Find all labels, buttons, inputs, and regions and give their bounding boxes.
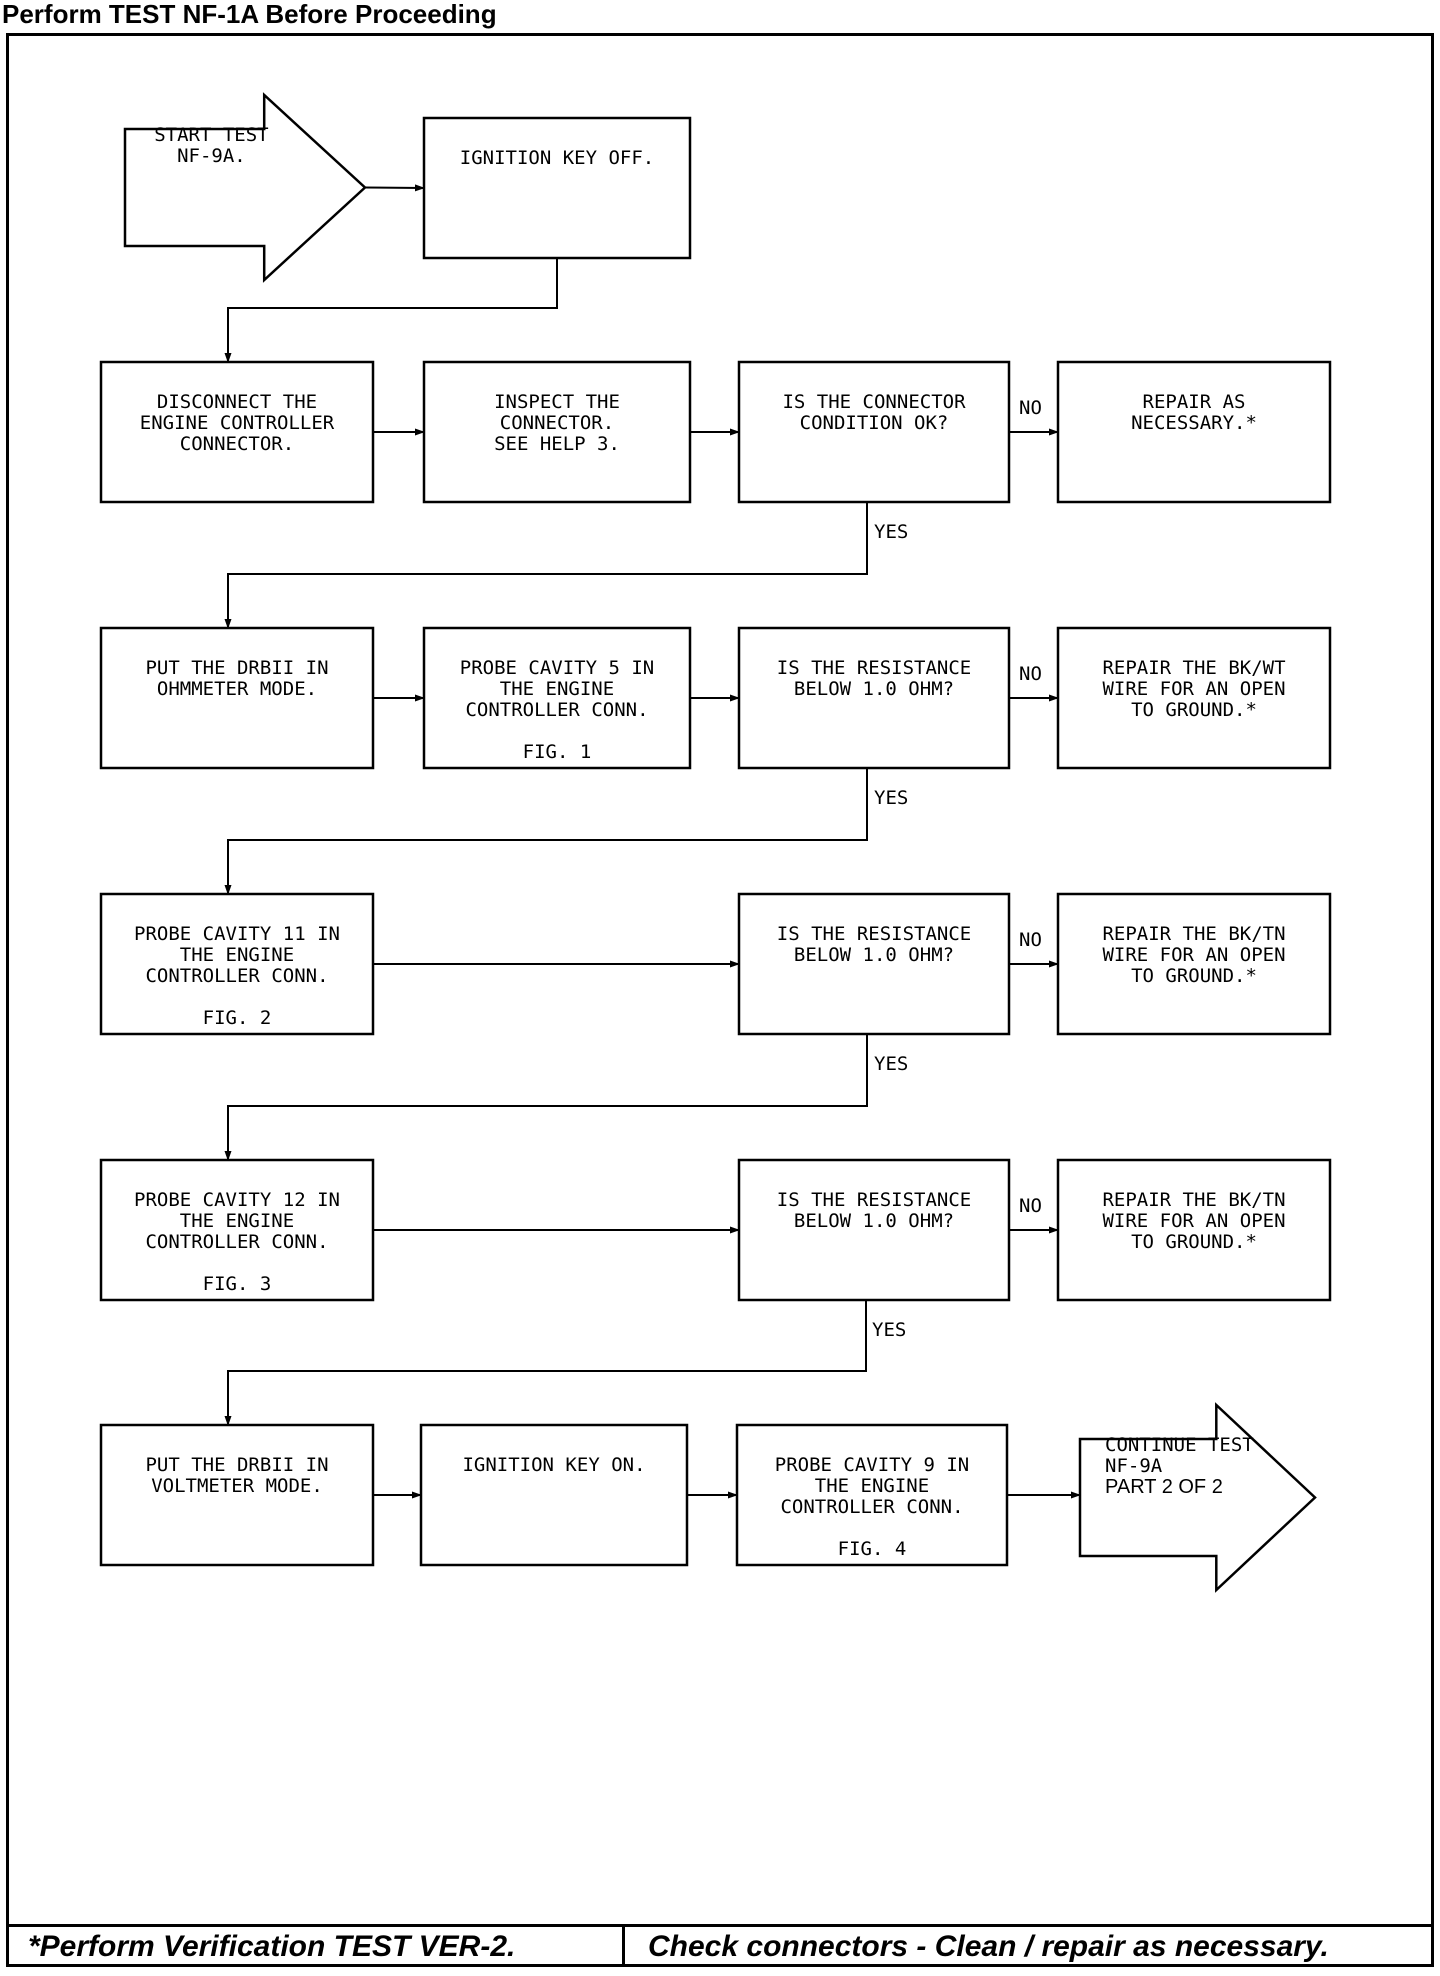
step-key-off: IGNITION KEY OFF. [422,116,692,260]
step-text-line: CONTROLLER CONN. [780,1496,963,1518]
label-yes: YES [872,1319,906,1341]
step-text-line: SEE HELP 3. [494,433,620,455]
step-text-line: CONDITION OK? [800,412,949,434]
step-text-line: PUT THE DRBII IN [145,1454,328,1476]
step-text-line: CONTROLLER CONN. [465,699,648,721]
step-text-line: CONTINUE TEST [1105,1434,1254,1456]
step-text-line: IS THE CONNECTOR [782,391,966,413]
step-text-line: DISCONNECT THE [157,391,317,413]
step-text-line: START TEST [154,124,268,146]
step-text-line: PROBE CAVITY 9 IN [775,1454,969,1476]
step-text-line: NF-9A [1105,1455,1163,1477]
footer-note-verification: *Perform Verification TEST VER-2. [28,1930,516,1963]
footer-note-connectors: Check connectors - Clean / repair as nec… [648,1930,1329,1963]
step-text-line: ENGINE CONTROLLER [140,412,335,434]
label-no: NO [1019,929,1042,951]
step-text-line: IS THE RESISTANCE [777,923,971,945]
step-text-line: FIG. 3 [203,1273,272,1295]
connector-lines [224,184,1081,1499]
connector-start-keyoff [364,184,425,192]
label-no: NO [1019,663,1042,685]
step-text-line: THE ENGINE [815,1475,929,1497]
connector-keyoff-disconnect [224,258,558,363]
step-text-line: THE ENGINE [180,1210,294,1232]
step-text-line: TO GROUND.* [1131,1231,1257,1253]
step-text-line: VOLTMETER MODE. [151,1475,323,1497]
step-text-line: THE ENGINE [180,944,294,966]
connector-q_res1-probe11 [224,768,868,895]
step-text-line: CONTROLLER CONN. [145,1231,328,1253]
step-text-line: NECESSARY.* [1131,412,1257,434]
label-no: NO [1019,397,1042,419]
step-text-line: REPAIR THE BK/WT [1102,657,1285,679]
label-no: NO [1019,1195,1042,1217]
step-text-line: IS THE RESISTANCE [777,1189,971,1211]
step-text-line: REPAIR THE BK/TN [1102,923,1285,945]
step-text-line: PROBE CAVITY 11 IN [134,923,340,945]
branch-labels: NO NO NO NO YES YES YES YES [872,397,1042,1341]
step-text-line: PROBE CAVITY 12 IN [134,1189,340,1211]
connector-q_condition-ohmmeter [224,502,868,629]
step-text-line: PART 2 OF 2 [1105,1476,1223,1498]
step-text-line: THE ENGINE [500,678,614,700]
step-text-line: IGNITION KEY ON. [462,1454,645,1476]
step-text-line: PROBE CAVITY 5 IN [460,657,654,679]
label-yes: YES [874,521,908,543]
step-text-line: IGNITION KEY OFF. [460,147,654,169]
step-key-on: IGNITION KEY ON. [419,1423,689,1567]
step-text-line: WIRE FOR AN OPEN [1102,678,1285,700]
step-text-line: WIRE FOR AN OPEN [1102,1210,1285,1232]
diagram-frame [6,33,1434,1967]
step-text-line: REPAIR THE BK/TN [1102,1189,1285,1211]
step-text-line: FIG. 2 [203,1007,272,1029]
step-text-line: TO GROUND.* [1131,965,1257,987]
step-text-line: PUT THE DRBII IN [145,657,328,679]
step-text-line: IS THE RESISTANCE [777,657,971,679]
connector-q_res3-voltmeter [224,1300,867,1426]
step-text-line: FIG. 4 [838,1538,907,1560]
step-text-line: INSPECT THE [494,391,620,413]
step-text-line: OHMMETER MODE. [157,678,317,700]
label-yes: YES [874,1053,908,1075]
step-text-line: BELOW 1.0 OHM? [794,944,954,966]
footer-separator [622,1924,625,1967]
step-text-line: BELOW 1.0 OHM? [794,678,954,700]
connector-q_res2-probe12 [224,1034,868,1161]
step-text-line: FIG. 1 [523,741,592,763]
step-text-line: CONTROLLER CONN. [145,965,328,987]
step-text-line: BELOW 1.0 OHM? [794,1210,954,1232]
label-yes: YES [874,787,908,809]
footer-divider [6,1924,1434,1927]
page-title: Perform TEST NF-1A Before Proceeding [2,0,497,29]
step-text-line: REPAIR AS [1143,391,1246,413]
step-text-line: TO GROUND.* [1131,699,1257,721]
step-text-line: CONNECTOR. [180,433,294,455]
step-text-line: WIRE FOR AN OPEN [1102,944,1285,966]
step-text-line: CONNECTOR. [500,412,614,434]
step-text-line: NF-9A. [177,145,246,167]
